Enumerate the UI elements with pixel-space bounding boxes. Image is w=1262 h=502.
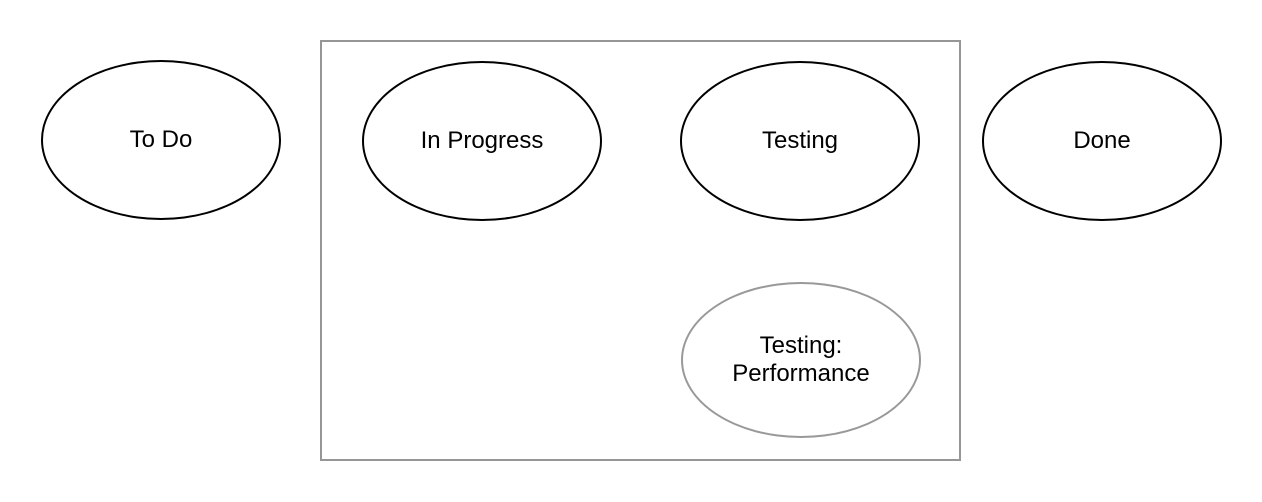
state-node-testing-performance[interactable]: Testing: Performance: [681, 282, 921, 438]
state-label-done: Done: [1073, 127, 1131, 154]
testing-group-container[interactable]: [320, 40, 961, 461]
state-label-testing-performance: Testing: Performance: [732, 332, 870, 387]
state-node-to-do[interactable]: To Do: [41, 60, 281, 220]
state-node-in-progress[interactable]: In Progress: [362, 61, 602, 221]
state-node-testing[interactable]: Testing: [680, 61, 920, 221]
state-label-testing: Testing: [761, 127, 839, 154]
state-node-done[interactable]: Done: [982, 61, 1222, 221]
state-label-to-do: To Do: [129, 126, 193, 153]
state-label-in-progress: In Progress: [420, 127, 544, 154]
